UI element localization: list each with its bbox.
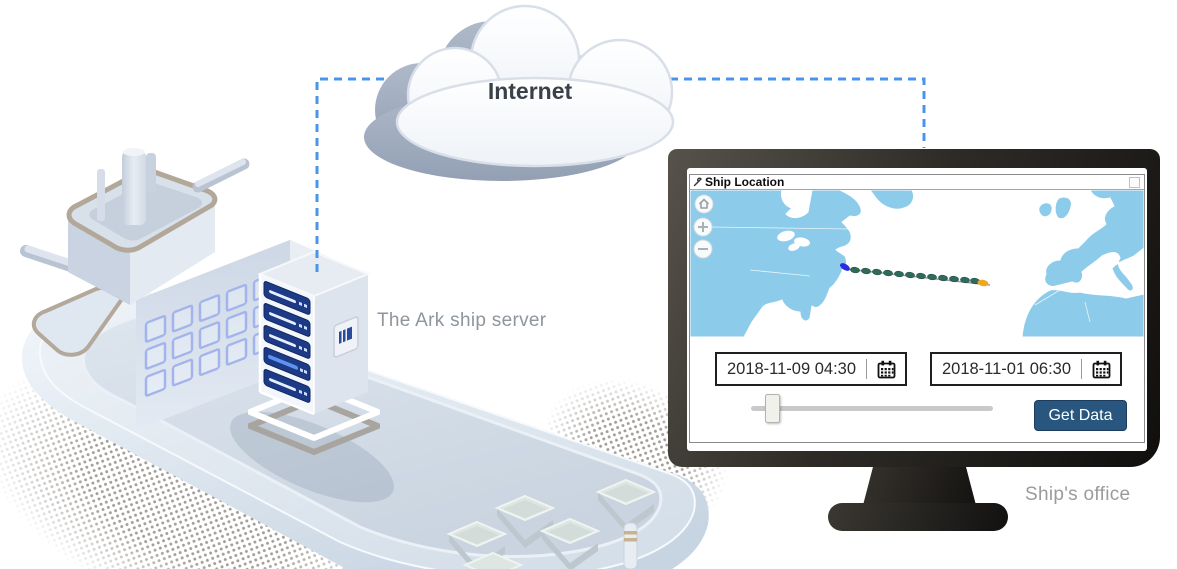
hatch [494, 494, 556, 548]
hatch [539, 517, 601, 569]
time-slider-track[interactable] [751, 406, 993, 411]
window-titlebar: Ship Location [690, 175, 1144, 190]
map-land [690, 190, 1144, 337]
date-start-value: 2018-11-09 04:30 [726, 359, 857, 378]
internet-cloud [364, 4, 675, 181]
server-edge-highlight [259, 390, 315, 416]
ship-location-window: Ship Location [689, 174, 1145, 443]
mast-pole [97, 169, 105, 221]
cargo-hatches [446, 478, 657, 569]
bridge-side-face [130, 197, 215, 305]
bridge-front-face [68, 217, 130, 305]
superstructure-windows [144, 273, 275, 397]
date-input-start[interactable]: 2018-11-09 04:30 [715, 352, 907, 386]
crane-arm-right-top [195, 159, 246, 187]
calendar-icon [877, 360, 895, 378]
route-waypoints [850, 266, 980, 285]
server-front-face [260, 274, 314, 414]
server-label: The Ark ship server [377, 310, 547, 331]
server-tower [248, 250, 380, 455]
zoom-in-icon [698, 222, 708, 232]
monitor-stand-neck [862, 465, 977, 509]
calendar-button[interactable] [1082, 360, 1120, 379]
home-icon [698, 198, 710, 209]
hatch [462, 551, 524, 569]
superstructure-front-face [136, 240, 290, 430]
map-canvas[interactable] [690, 190, 1144, 337]
date-input-end[interactable]: 2018-11-01 06:30 [930, 352, 1122, 386]
funnel [122, 151, 146, 225]
input-divider [1081, 359, 1082, 379]
office-label: Ship's office [1025, 484, 1131, 505]
route-start-marker [840, 263, 850, 271]
monitor-stand-base [828, 503, 1008, 531]
cloud-body [395, 4, 675, 168]
input-divider [866, 359, 867, 379]
funnel-small-stack [146, 153, 156, 193]
hatch [595, 478, 657, 532]
monitor-frame: Ship Location [668, 149, 1160, 467]
calendar-icon [1092, 360, 1110, 378]
map-inland-water [777, 230, 810, 251]
map-borders [711, 226, 1091, 323]
time-slider-handle[interactable] [765, 394, 780, 423]
platform-outline-white [248, 383, 380, 441]
platform-outline-gray [248, 397, 380, 455]
map-home-button[interactable] [694, 194, 714, 214]
get-data-button[interactable]: Get Data [1034, 400, 1127, 431]
funnel-top [123, 148, 145, 156]
date-end-value: 2018-11-01 06:30 [941, 359, 1072, 378]
ship-route [840, 263, 991, 287]
map-controls [693, 194, 714, 259]
wrench-icon [693, 177, 702, 187]
monitor-screen: Ship Location [687, 168, 1147, 451]
server-drive-bays [263, 281, 311, 403]
internet-label: Internet [487, 78, 573, 104]
calendar-button[interactable] [867, 360, 905, 379]
server-vent-panel [333, 316, 359, 358]
window-title: Ship Location [705, 175, 785, 189]
map-zoom-out-button[interactable] [693, 239, 713, 259]
map-zoom-in-button[interactable] [693, 217, 713, 237]
route-end-marker [977, 279, 989, 287]
bow-mast [623, 522, 638, 569]
window-control-button[interactable] [1129, 177, 1140, 188]
